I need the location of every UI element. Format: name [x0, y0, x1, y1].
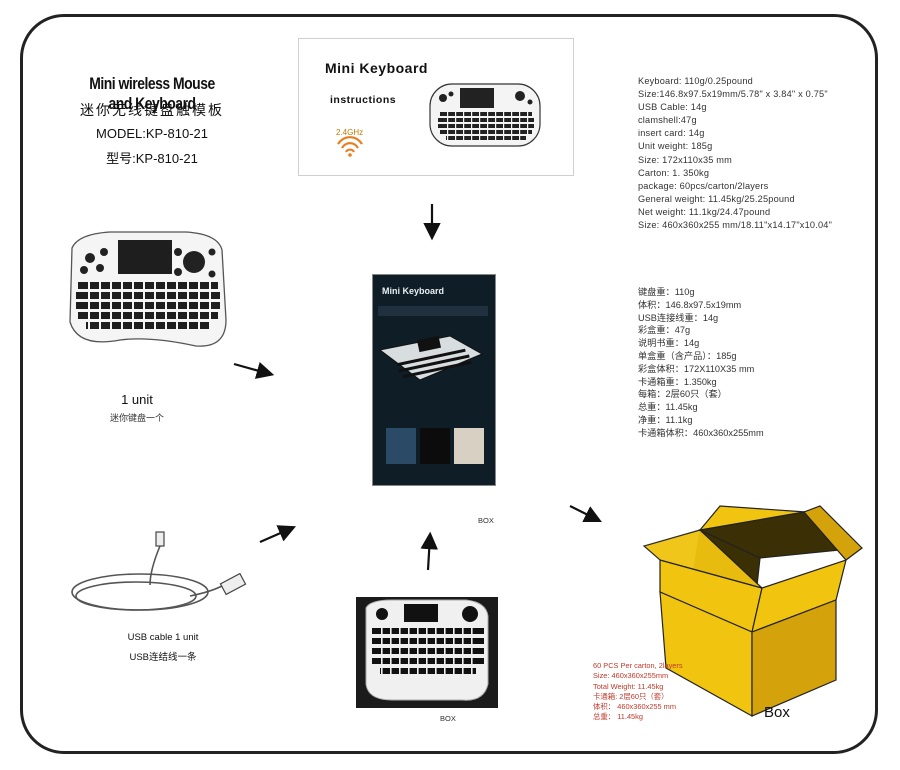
spec-line: Size:146.8x97.5x19mm/5.78" x 3.84" x 0.7… — [638, 89, 828, 100]
spec-line: Unit weight: 185g — [638, 141, 713, 152]
arrow-to-carton — [569, 505, 602, 522]
spec-line: package: 60pcs/carton/2layers — [638, 180, 769, 191]
page-frame — [20, 14, 878, 754]
usb-cable-label-cn: USB连结线一条 — [129, 652, 197, 663]
carton-spec-list: 60 PCS Per carton, 2layers Size: 460x360… — [593, 661, 683, 723]
spec-line-cn: 卡通箱体积：460x360x255mm — [638, 427, 764, 438]
model-number: MODEL:KP-810-21 — [96, 126, 208, 141]
carton-spec-line: Total Weight: 11.45kg — [593, 681, 664, 691]
spec-list-cn: 键盘重：110g 体积：146.8x97.5x19mm USB连接线重：14g … — [638, 286, 764, 440]
card-keyboard-icon — [429, 83, 541, 147]
instruction-card-title: Mini Keyboard — [325, 60, 428, 76]
spec-line: Size: 460x360x255 mm/18.11"x14.17"x10.04… — [638, 220, 833, 231]
usb-cable-label: USB cable 1 unit — [127, 632, 199, 643]
spec-line: Keyboard: 110g/0.25pound — [638, 76, 753, 86]
arrow-right-2 — [259, 525, 297, 544]
spec-line-cn: 卡通箱重：1.350kg — [638, 376, 717, 387]
spec-line-cn: 总重：11.45kg — [638, 402, 698, 413]
spec-line-cn: 说明书重：14g — [638, 338, 700, 349]
flow-arrows — [233, 204, 602, 571]
usb-cable-image — [71, 545, 223, 611]
carton-spec-line: 体积： 460x360x255 mm — [593, 702, 676, 712]
carton-spec-line: 60 PCS Per carton, 2layers — [593, 661, 683, 670]
arrow-right-1 — [233, 361, 275, 379]
spec-line: Net weight: 11.1kg/24.47pound — [638, 206, 771, 217]
spec-line: General weight: 11.45kg/25.25pound — [638, 193, 795, 204]
instruction-card-subtitle: instructions — [330, 94, 397, 106]
spec-line: Carton: 1. 350kg — [638, 167, 710, 178]
retail-box-title: Mini Keyboard — [382, 286, 445, 296]
wifi-icon — [337, 136, 363, 157]
carton-spec-line: Size: 460x360x255mm — [593, 671, 669, 681]
spec-line: clamshell:47g — [638, 115, 697, 126]
product-title-cn: 迷你无线键盘触模板 — [80, 102, 224, 118]
carton-spec-line: 总重： 11.45kg — [593, 712, 643, 722]
spec-list-en: Keyboard: 110g/0.25pound Size:146.8x97.5… — [638, 75, 832, 232]
spec-line-cn: 彩盒体积：172X110X35 mm — [638, 363, 755, 374]
spec-line-cn: 每箱：2层60只（套） — [638, 389, 727, 400]
retail-box-artwork — [378, 306, 488, 464]
spec-line-cn: 体积：146.8x97.5x19mm — [638, 299, 742, 310]
spec-line-cn: USB连接线重：14g — [638, 312, 719, 323]
spec-line-cn: 彩盒重：47g — [638, 325, 691, 336]
usb-plug-icon — [155, 531, 247, 596]
spec-line-cn: 净重：11.1kg — [638, 414, 693, 425]
product-title-en: Mini wireless Mouse and Keyboard — [89, 74, 215, 113]
spec-line: insert card: 14g — [638, 128, 705, 139]
frequency-label: 2.4GHz — [336, 128, 364, 137]
carton-box-label: Box — [764, 704, 790, 721]
spec-line: Size: 172x110x35 mm — [638, 154, 733, 165]
keyboard-unit-image — [69, 231, 227, 347]
unit-label-cn: 迷你键盘一个 — [109, 413, 164, 423]
carton-spec-line: 卡通箱: 2层60只（套） — [593, 691, 669, 701]
spec-line-cn: 键盘重：110g — [638, 287, 695, 297]
arrow-up — [420, 531, 439, 571]
spec-line-cn: 单盒重（含产品）：185g — [638, 350, 737, 361]
spec-line: USB Cable: 14g — [638, 102, 707, 113]
model-number-cn: 型号:KP-810-21 — [106, 151, 198, 166]
photo-box-label: BOX — [440, 714, 456, 723]
unit-label: 1 unit — [121, 392, 153, 407]
retail-box-label: BOX — [478, 516, 494, 525]
keyboard-photo-artwork — [365, 599, 489, 701]
carton-box-image — [642, 505, 863, 718]
